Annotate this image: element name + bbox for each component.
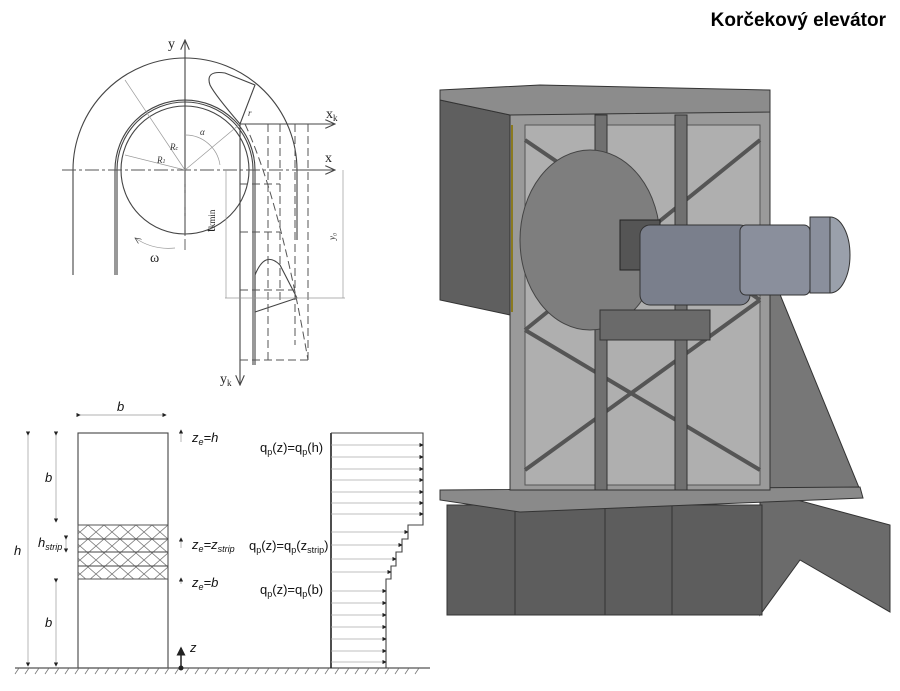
q-b-label: qp(z)=qp(b) [260,582,323,599]
rc-label: Rc [169,142,179,152]
discharge-chute [759,489,891,617]
y0-label: y₀ [327,233,337,241]
height-h-label: h [14,543,21,558]
z-axis-label: z [189,640,197,655]
ze-b-label: ze=b [191,575,218,592]
head-side-panel [439,99,511,316]
t-kmin-label: tkmin [204,209,219,232]
yk-axis-label: yk [220,372,232,388]
top-cover [439,84,771,116]
q-h-label: qp(z)=qp(h) [260,440,323,457]
bottom-b-label: b [45,615,52,630]
flange [439,486,864,513]
alpha-label: α [200,127,205,137]
r-label: r [248,108,252,118]
ze-strip-label: ze=zstrip [191,537,235,554]
omega-label: ω [150,251,159,266]
y-axis-label: y [168,37,175,52]
motor [739,224,811,296]
ze-h-label: ze=h [191,430,218,447]
r1-label: R1 [156,155,166,165]
x-axis-label: x [325,151,332,166]
xk-axis-label: xk [326,107,338,123]
q-strip-label: qp(z)=qp(zstrip) [249,538,328,555]
bucket-head-diagram: y x xk yk Rc R1 α r ω tkmin y₀ [62,37,345,388]
page-title: Korčekový elevátor [710,10,886,31]
width-b-label: b [117,399,124,414]
wind-load-diagram: b h b b hstrip ze=h ze=zstrip ze=b z qp(… [14,399,430,675]
h-strip-label: hstrip [38,535,62,552]
gearbox [639,224,751,306]
elevator-3d-render [439,84,891,617]
top-b-label: b [45,470,52,485]
